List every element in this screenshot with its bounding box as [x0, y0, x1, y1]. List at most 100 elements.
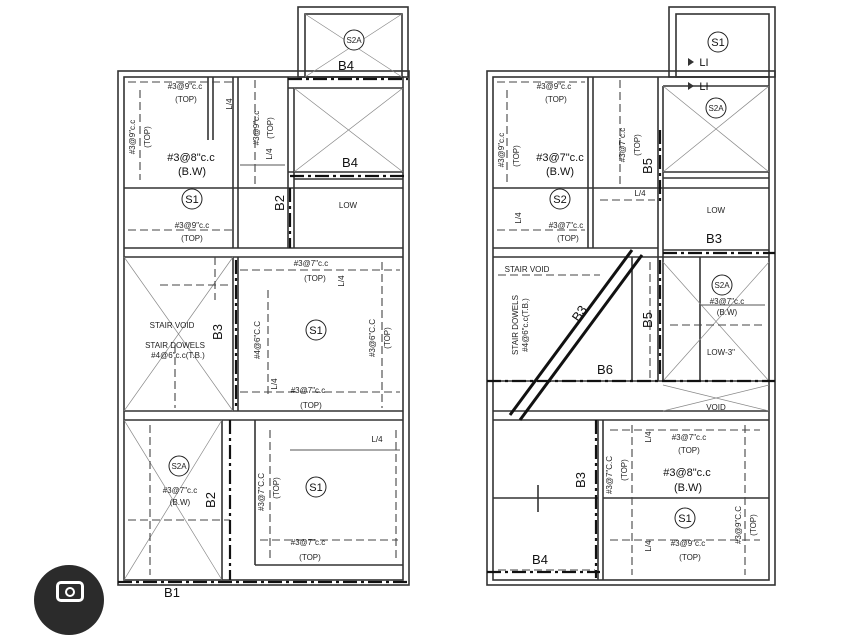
rebar-label: #3@7"C.C: [257, 473, 266, 511]
quarter-span-label: L/4: [644, 431, 653, 443]
camera-icon: [56, 581, 84, 602]
stair-edge: [518, 254, 644, 421]
rebar-label: (TOP): [512, 145, 521, 167]
rebar-label: #3@9"C.C: [734, 506, 743, 544]
slab-label: S1: [678, 513, 691, 525]
beam-label: B6: [597, 362, 613, 377]
low-label: LOW: [339, 201, 358, 210]
rebar-label: (B.W): [170, 498, 191, 507]
left-slab-plan: [117, 6, 410, 586]
rebar-label: #3@7"c.c: [672, 433, 707, 442]
quarter-span-label: L/4: [225, 98, 234, 110]
beam-label: B2: [272, 195, 287, 211]
beam-label: B3: [569, 303, 590, 325]
rebar-label: (TOP): [545, 95, 567, 104]
slab-label: S2A: [171, 462, 187, 471]
rebar-label: #3@7"C.C: [605, 456, 614, 494]
rebar-label: (TOP): [679, 553, 701, 562]
slab-label: S1: [309, 482, 322, 494]
left-outer-wall: [117, 70, 410, 586]
right-outer-wall: [486, 70, 776, 586]
stair-dowels-label: STAIR DOWELS: [511, 295, 520, 355]
rebar-label: (B.W): [674, 482, 702, 494]
void-label: VOID: [706, 403, 726, 412]
rebar-label: #3@6"C.C: [368, 319, 377, 357]
rebar-label: #3@9"c.c: [671, 539, 706, 548]
slab-label: S2A: [346, 36, 362, 45]
quarter-span-label: L/4: [634, 189, 646, 198]
rebar-label: (TOP): [633, 134, 642, 156]
rebar-label: (TOP): [299, 553, 321, 562]
quarter-span-label: L/4: [265, 148, 274, 160]
rebar-label: (TOP): [383, 327, 392, 349]
slab-label: S2: [553, 194, 566, 206]
floor-plan-drawing: S2A S1 S1 S1 S2A B4 B4 B2 B3 B2 B1 LOW S…: [117, 6, 776, 600]
stair-dowels-spec: #4@6"c.c(T.B.): [151, 351, 205, 360]
left-inner-wall: [123, 76, 404, 581]
beam-label: B4: [342, 155, 358, 170]
rebar-label: (TOP): [300, 401, 322, 410]
rebar-label: (TOP): [175, 95, 197, 104]
rebar-label: #3@8"c.c: [663, 467, 711, 479]
rebar-label: (TOP): [678, 446, 700, 455]
rebar-label: (TOP): [143, 126, 152, 148]
stair-dowels-label: STAIR DOWELS: [145, 341, 205, 350]
rebar-label: #3@7"c.c: [294, 259, 329, 268]
beam-label: B1: [164, 585, 180, 600]
beam-label: B4: [338, 58, 354, 73]
slab-label: S1: [185, 194, 198, 206]
left-top-projection-inner: [304, 13, 403, 78]
rebar-label: #3@9"c.c: [168, 82, 203, 91]
quarter-span-label: L/4: [337, 275, 346, 287]
rebar-label: #3@7"c.c: [618, 128, 627, 163]
rebar-label: (TOP): [620, 459, 629, 481]
rebar-label: #3@7"c.c: [710, 297, 745, 306]
beam-label: B5: [640, 158, 655, 174]
stair-void-label: STAIR VOID: [150, 321, 195, 330]
rebar-label: #3@7"c.c: [291, 386, 326, 395]
right-inner-wall: [492, 76, 770, 581]
slab-label: S1: [711, 37, 724, 49]
beam-label: B4: [532, 552, 548, 567]
right-annotations: S1 S2A S2 S2A S1 LI LI B5 B3 B3 B5 B6 B3…: [497, 37, 758, 567]
lift-label: LI: [699, 57, 708, 69]
rebar-label: #3@8"c.c: [167, 152, 215, 164]
stair-void-label: STAIR VOID: [505, 265, 550, 274]
rebar-label: (TOP): [304, 274, 326, 283]
rebar-label: (B.W): [717, 308, 738, 317]
rebar-label: #3@9"c.c: [128, 120, 137, 155]
beam-label: B2: [203, 492, 218, 508]
slab-label: S1: [309, 325, 322, 337]
rebar-label: (B.W): [178, 166, 206, 178]
rebar-label: (TOP): [181, 234, 203, 243]
stair-dowels-spec: #4@6"c.c(T.B.): [521, 298, 530, 352]
rebar-label: #3@9"c.c: [497, 133, 506, 168]
quarter-span-label: L/4: [644, 540, 653, 552]
quarter-span-label: L/4: [371, 435, 383, 444]
rebar-label: #3@7"c.c: [536, 152, 584, 164]
low-label: LOW: [707, 206, 726, 215]
rebar-label: #3@9"c.c: [537, 82, 572, 91]
rebar-label: (TOP): [272, 477, 281, 499]
left-annotations: S2A S1 S1 S1 S2A B4 B4 B2 B3 B2 B1 LOW S…: [128, 36, 392, 600]
beam-label: B3: [210, 324, 225, 340]
rebar-label: #4@6"C.C: [253, 321, 262, 359]
rebar-label: #3@7"c.c: [549, 221, 584, 230]
low-label: LOW-3": [707, 348, 735, 357]
beam-label: B3: [573, 472, 588, 488]
slab-label: S2A: [708, 104, 724, 113]
rebar-label: #3@7"c.c: [163, 486, 198, 495]
rebar-label: (TOP): [557, 234, 579, 243]
rebar-label: (TOP): [266, 117, 275, 139]
rebar-label: #3@9"c.c: [175, 221, 210, 230]
quarter-span-label: L/4: [270, 378, 279, 390]
beam-label: B5: [640, 312, 655, 328]
rebar-label: (TOP): [749, 514, 758, 536]
rebar-label: #3@7"c.c: [291, 538, 326, 547]
quarter-span-label: L/4: [514, 212, 523, 224]
lift-label: LI: [699, 81, 708, 93]
camera-search-button[interactable]: [34, 565, 104, 635]
right-slab-plan: [486, 6, 776, 586]
beam-label: B3: [706, 231, 722, 246]
rebar-label: (B.W): [546, 166, 574, 178]
